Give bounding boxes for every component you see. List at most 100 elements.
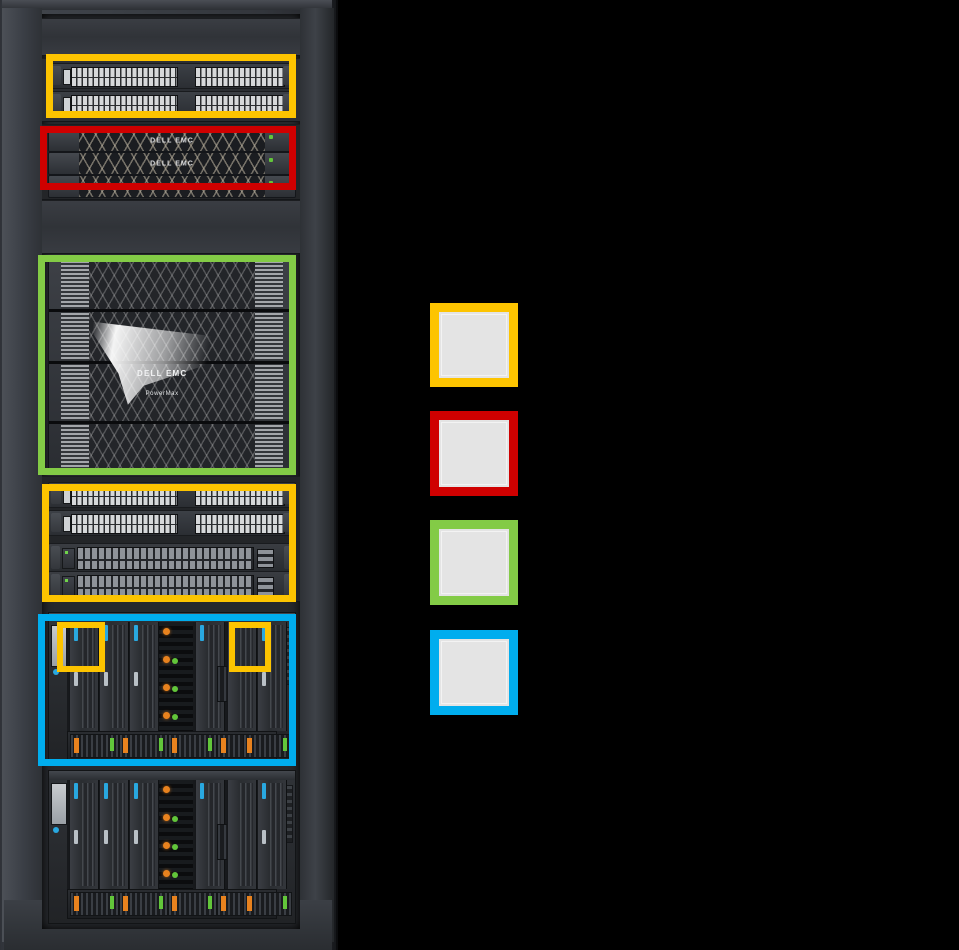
blade-bay-area (67, 780, 287, 889)
switch-port-bank-left[interactable] (71, 514, 178, 534)
psu-fault-led-icon (123, 738, 128, 753)
rack-top-bezel (2, 0, 332, 10)
blade-vent (112, 783, 125, 886)
san-switch-1[interactable] (48, 543, 296, 572)
chassis-midplane-spine (159, 622, 193, 731)
blade-vent (208, 625, 221, 728)
blade-handle-icon (134, 672, 138, 687)
switch-port-bank-right[interactable] (195, 514, 285, 534)
power-supply-unit[interactable] (70, 734, 119, 758)
ethernet-switch-2[interactable] (48, 91, 296, 117)
rack-ear-icon (284, 546, 293, 569)
legend-swatch-blue[interactable] (430, 630, 518, 715)
chassis-midplane-spine (159, 780, 193, 889)
server-brand-label: DELL EMC (150, 137, 194, 144)
blade-handle-icon (262, 830, 266, 845)
switch-display-icon (63, 69, 71, 85)
psu-fault-led-icon (123, 896, 128, 911)
chassis-ok-led-icon (172, 816, 178, 822)
blade-server-slot[interactable] (227, 780, 257, 889)
switch-port-bank-right[interactable] (195, 67, 285, 87)
blade-vent (240, 625, 253, 728)
psu-fault-led-icon (247, 738, 252, 753)
psu-ok-led-icon (283, 896, 287, 909)
rack-server-2[interactable]: DELL EMC (48, 152, 296, 175)
blade-handle-icon (262, 625, 266, 641)
network-switch-group-bottom[interactable] (42, 476, 300, 602)
rack-ear-icon (51, 485, 61, 504)
chassis-control-panel[interactable] (51, 783, 67, 825)
rack-ear-icon (284, 574, 293, 597)
storage-brand-label: DELL EMC (136, 369, 188, 379)
switch-port-bank-left[interactable] (71, 95, 178, 115)
blade-vent (240, 783, 253, 886)
blade-vent (142, 783, 155, 886)
chassis-alert-led-icon (163, 842, 170, 849)
rack-ear-icon (283, 485, 293, 504)
blade-server-slot[interactable] (129, 780, 159, 889)
rack-server-1[interactable]: DELL EMC (48, 129, 296, 152)
blade-bay-area (67, 622, 287, 731)
legend-swatch-green[interactable] (430, 520, 518, 605)
blade-server-slot[interactable] (257, 780, 287, 889)
chassis-ok-led-icon (172, 844, 178, 850)
server-bezel-left (49, 153, 79, 174)
power-supply-unit[interactable] (168, 734, 217, 758)
san-switch-badge-icon (62, 548, 75, 569)
storage-array-powermax[interactable]: DELL EMC PowerMax (48, 256, 296, 474)
power-supply-unit[interactable] (168, 892, 217, 916)
san-uplink-ports[interactable] (257, 549, 274, 568)
switch-port-bank-right[interactable] (195, 95, 285, 115)
rack-ear-icon (283, 94, 293, 113)
rack-ear-icon (283, 513, 293, 532)
blade-vent (82, 625, 95, 728)
rack-ear-icon (51, 513, 61, 532)
blade-chassis-2[interactable] (48, 770, 296, 924)
power-supply-unit[interactable] (119, 734, 168, 758)
chassis-top-strip (49, 771, 295, 780)
chassis-status-led-icon (53, 827, 59, 833)
blade-handle-icon (104, 672, 108, 687)
legend-swatch-red[interactable] (430, 411, 518, 496)
san-sfp-port-bank[interactable] (77, 547, 254, 570)
psu-fault-led-icon (172, 896, 177, 911)
legend-swatch-orange[interactable] (430, 303, 518, 387)
blade-server-slot[interactable] (257, 622, 287, 731)
power-supply-unit[interactable] (119, 892, 168, 916)
blade-server-slot[interactable] (129, 622, 159, 731)
array-vent-rail-right (255, 257, 283, 473)
blade-server-slot[interactable] (99, 780, 129, 889)
server-airflow-mesh (79, 130, 265, 151)
array-vent-rail-left (61, 257, 89, 473)
blade-handle-icon (74, 783, 78, 799)
blade-vent (142, 625, 155, 728)
server-bezel-right (265, 130, 295, 151)
blade-server-slot[interactable] (195, 780, 225, 889)
blade-handle-icon (74, 672, 78, 687)
blade-handle-icon (74, 625, 78, 641)
server-brand-label: DELL EMC (150, 160, 194, 167)
blade-server-slot[interactable] (69, 622, 99, 731)
chassis-alert-led-icon (163, 870, 170, 877)
ethernet-switch-1[interactable] (48, 63, 296, 89)
switch-port-bank-left[interactable] (71, 67, 178, 87)
blank-panel-top (42, 18, 300, 56)
chassis-ok-led-icon (172, 658, 178, 664)
san-switch-badge-icon (62, 576, 75, 597)
power-supply-unit[interactable] (243, 892, 292, 916)
power-supply-unit[interactable] (70, 892, 119, 916)
blade-server-slot[interactable] (69, 780, 99, 889)
blade-handle-icon (134, 783, 138, 799)
blade-vent (270, 783, 283, 886)
blade-handle-icon (200, 783, 204, 799)
chassis-psu-row (67, 889, 292, 919)
blade-handle-icon (134, 830, 138, 845)
server-bezel-left (49, 130, 79, 151)
ethernet-switch-4[interactable] (48, 510, 296, 536)
blade-vent (208, 783, 221, 886)
rack-ear-icon (51, 574, 60, 597)
psu-ok-led-icon (159, 896, 163, 909)
blade-handle-icon (262, 783, 266, 799)
